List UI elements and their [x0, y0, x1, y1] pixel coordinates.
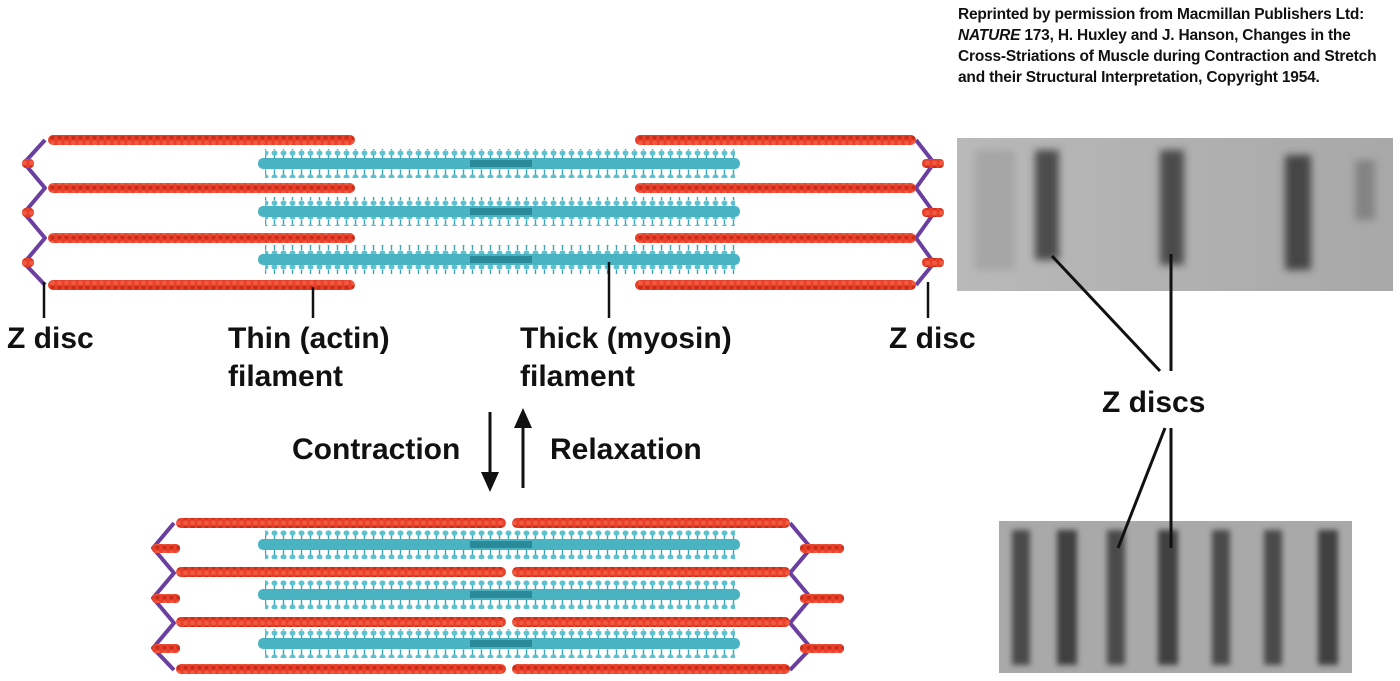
thin-filaments-contracted-left: [152, 518, 506, 674]
thin-filaments-right: [635, 135, 944, 290]
micrograph-contracted: [999, 521, 1352, 673]
contraction-arrow: [481, 412, 499, 492]
contraction-label: Contraction: [292, 433, 461, 466]
thin-filaments-contracted-right: [512, 518, 844, 674]
thick-filament-label-line2: filament: [520, 360, 636, 393]
thick-filaments: [258, 149, 740, 274]
thick-filaments-contracted: [258, 530, 740, 658]
z-disc-left-label: Z disc: [7, 322, 94, 355]
thin-filament-label-line1: Thin (actin): [228, 322, 390, 355]
thin-filaments-left: [22, 135, 355, 290]
micrograph-relaxed: [957, 138, 1393, 291]
thin-filament-label-line2: filament: [228, 360, 344, 393]
z-discs-pointers: [1050, 254, 1173, 549]
journal-name: NATURE: [958, 27, 1021, 44]
z-disc-right-label: Z disc: [889, 322, 976, 355]
relaxed-sarcomere: [22, 135, 944, 318]
relaxation-label: Relaxation: [550, 433, 702, 466]
z-discs-label: Z discs: [1102, 386, 1206, 419]
relaxation-arrow: [514, 408, 532, 488]
contracted-sarcomere: [151, 518, 844, 674]
copyright-credit: Reprinted by permission from Macmillan P…: [958, 6, 1377, 86]
thick-filament-label-line1: Thick (myosin): [520, 322, 732, 355]
